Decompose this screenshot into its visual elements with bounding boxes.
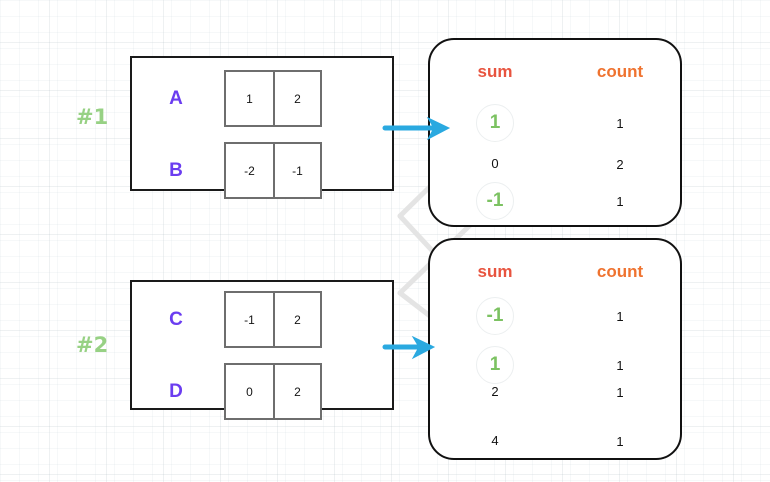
card-1-count-0: 1 [616,115,624,131]
cell-a-1: 2 [273,72,320,125]
card-2-header-sum: sum [477,262,513,281]
step-label-1: #1 [76,105,109,129]
row-cells-d: 0 2 [224,363,322,420]
card-1-sum-2: -1 [430,180,560,222]
card-2-count-0: 1 [616,308,624,324]
input-row-a: A 1 2 [156,70,322,127]
card-1-count-1: 2 [616,156,624,172]
row-cells-b: -2 -1 [224,142,322,199]
input-block-2: C -1 2 D 0 2 [130,280,394,420]
input-row-d: D 0 2 [156,363,322,420]
row-label-c: C [169,308,183,330]
input-row-b: B -2 -1 [156,142,322,199]
card-2-count-2: 1 [616,384,624,400]
card-2-row-3: 4 1 [430,420,680,462]
card-2-count-3: 1 [616,433,624,449]
card-1-header-count: count [596,62,644,81]
result-card-2: sum count -1 1 1 1 2 1 4 1 [428,238,682,460]
card-2-header-count: count [596,262,644,281]
row-cells-a: 1 2 [224,70,322,127]
card-2-sum-3: 4 [491,433,499,448]
row-label-b: B [169,159,183,181]
card-2-sum-1: 1 [430,344,560,386]
card-2-row-0: -1 1 [430,295,680,337]
card-2-header-row: sum count [430,262,680,282]
card-1-header-row: sum count [430,62,680,82]
card-2-sum-2: 2 [491,384,499,399]
card-1-header-sum: sum [477,62,513,81]
card-1-row-2: -1 1 [430,180,680,222]
cell-d-0: 0 [226,365,273,418]
card-1-count-2: 1 [616,193,624,209]
row-label-d: D [169,380,183,402]
card-2-row-1: 1 1 [430,344,680,386]
card-1-row-0: 1 1 [430,102,680,144]
cell-c-1: 2 [273,293,320,346]
cell-c-0: -1 [226,293,273,346]
cell-b-1: -1 [273,144,320,197]
cell-d-1: 2 [273,365,320,418]
input-row-c: C -1 2 [156,291,322,348]
step-label-2: #2 [76,333,109,357]
row-cells-c: -1 2 [224,291,322,348]
card-2-row-2: 2 1 [430,371,680,413]
card-1-row-1: 0 2 [430,143,680,185]
card-1-sum-0: 1 [430,102,560,144]
card-2-count-1: 1 [616,357,624,373]
result-card-1: sum count 1 1 0 2 -1 1 [428,38,682,227]
card-1-sum-1: 0 [491,156,499,171]
card-2-sum-0: -1 [430,295,560,337]
row-label-a: A [169,87,183,109]
input-block-1: A 1 2 B -2 -1 [130,56,394,199]
cell-a-0: 1 [226,72,273,125]
cell-b-0: -2 [226,144,273,197]
